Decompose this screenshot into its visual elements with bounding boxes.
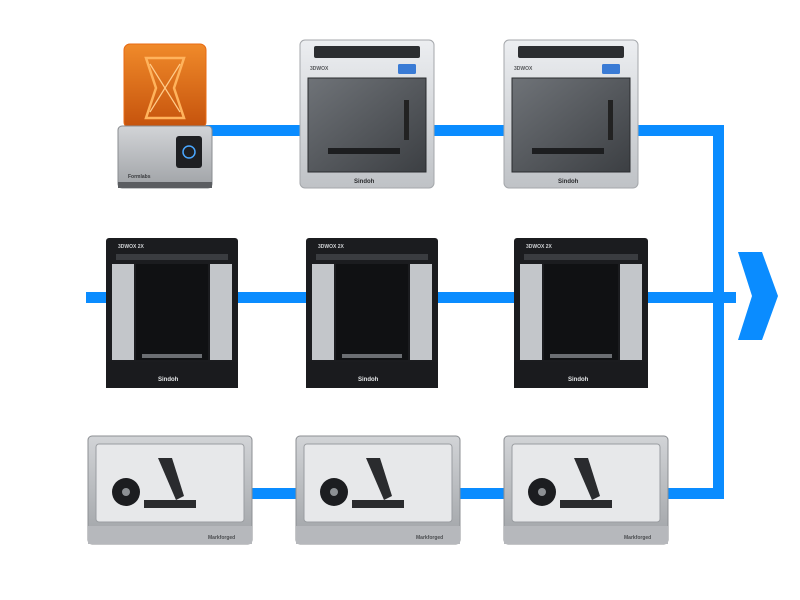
printer-brand: Sindoh <box>568 377 589 383</box>
printer-side-panel-left <box>112 264 134 360</box>
printer-brand: Sindoh <box>158 377 179 383</box>
connector-row3-a <box>250 488 300 499</box>
connector-row1-c <box>634 125 724 136</box>
printer-model-label: 3DWOX <box>514 66 533 72</box>
dark-frame-printer: 3DWOX 2X Sindoh <box>514 238 648 388</box>
printer-chamber <box>336 264 408 360</box>
dark-frame-printer: 3DWOX 2X Sindoh <box>106 238 238 388</box>
printer-model-label: 3DWOX 2X <box>526 244 553 250</box>
printer-side-panel-right <box>410 264 432 360</box>
printer-side-panel-right <box>210 264 232 360</box>
resin-printer-brand: Formlabs <box>128 174 151 180</box>
connector-row3-c <box>666 488 724 499</box>
printer-model-label: 3DWOX 2X <box>118 244 145 250</box>
connector-row2-c <box>646 292 736 303</box>
resin-printer-print <box>144 56 186 120</box>
printer-brand: Sindoh <box>358 377 379 383</box>
printer-brand: Markforged <box>416 535 443 541</box>
printer-brand: Sindoh <box>354 179 375 185</box>
connectors <box>86 125 778 499</box>
printer-screen <box>602 64 620 74</box>
connector-row2-a <box>236 292 310 303</box>
resin-printer-cover <box>123 43 207 129</box>
connector-row1-b <box>430 125 510 136</box>
composite-printer: Markforged <box>87 435 253 545</box>
composite-printer: Markforged <box>503 435 669 545</box>
printer-side-panel-left <box>312 264 334 360</box>
printer-model-label: 3DWOX <box>310 66 329 72</box>
enclosed-silver-printer: 3DWOX Sindoh <box>503 39 639 189</box>
printer-chamber <box>136 264 208 360</box>
connector-row2-in <box>86 292 108 303</box>
chevron-right-icon <box>738 252 778 340</box>
composite-printer: Markforged <box>295 435 461 545</box>
printer-brand: Markforged <box>624 535 651 541</box>
printer-model-label: 3DWOX 2X <box>318 244 345 250</box>
connector-trunk <box>713 125 724 499</box>
printer-chamber <box>544 264 618 360</box>
printer-side-panel-right <box>620 264 642 360</box>
resin-printer-button-icon <box>182 145 196 159</box>
connector-row3-b <box>458 488 508 499</box>
printer-brand: Markforged <box>208 535 235 541</box>
printer-side-panel-left <box>520 264 542 360</box>
connector-row1-a <box>205 125 305 136</box>
connector-row2-b <box>436 292 518 303</box>
resin-printer: Formlabs <box>117 43 213 189</box>
printer-screen <box>398 64 416 74</box>
enclosed-silver-printer: 3DWOX Sindoh <box>299 39 435 189</box>
printer-brand: Sindoh <box>558 179 579 185</box>
resin-printer-screen <box>176 136 202 168</box>
dark-frame-printer: 3DWOX 2X Sindoh <box>306 238 438 388</box>
